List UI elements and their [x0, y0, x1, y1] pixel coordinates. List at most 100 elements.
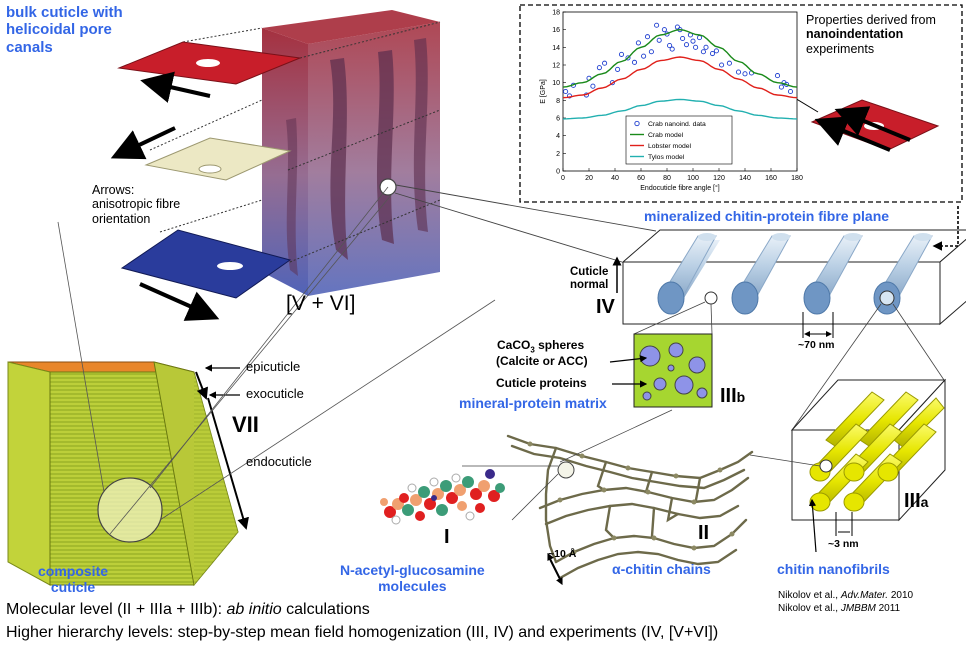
x-axis-label: Endocuticle fibre angle [°]: [640, 184, 720, 192]
nag-label: N-acetyl-glucosamine molecules: [340, 562, 485, 594]
footer-line1-italic: ab initio: [226, 601, 282, 618]
nag-molecule: [380, 469, 505, 525]
y-tick-label: 6: [556, 116, 560, 123]
x-tick-label: 80: [663, 175, 671, 182]
data-point: [669, 46, 675, 52]
legend-entry: Tylos model: [648, 154, 685, 161]
panel-to-fibre-arrow: [932, 206, 959, 251]
x-tick-label: 0: [561, 175, 565, 182]
zoom-lines-v-to-iv: [394, 184, 657, 263]
bulk-cuticle-label-line2: helicoidal pore: [6, 21, 112, 39]
ref1-journal: Adv.Mater.: [840, 590, 889, 601]
caco3-subscript: 3: [530, 345, 535, 355]
data-point: [609, 80, 615, 86]
level-iiib-sub: b: [736, 389, 746, 405]
level-iv-label: IV: [596, 296, 615, 318]
fibre-2: [731, 233, 791, 315]
exploded-guide-lines: [149, 21, 441, 263]
footer-line1-prefix: Molecular level (II + IIIa + IIIb):: [6, 601, 227, 618]
chain-to-matrix-line: [559, 409, 673, 463]
spacing-10-label: ~10 Å: [548, 548, 577, 560]
spacing-70-label: ~70 nm: [798, 339, 835, 351]
level-iiib-main: III: [720, 385, 737, 407]
data-point: [618, 51, 625, 57]
cuticle-normal-line2: normal: [570, 279, 609, 292]
chitin-nanofibrils-label: chitin nanofibrils: [777, 561, 890, 577]
data-point: [667, 43, 673, 49]
bulk-cuticle-label-line1: bulk cuticle with: [6, 4, 123, 21]
matrix-label: mineral-protein matrix: [459, 395, 607, 411]
data-point: [654, 22, 660, 28]
level-iiia-label: IIIa: [904, 490, 928, 513]
series-tylos-model: [562, 98, 798, 120]
alpha-chitin-chains: [506, 434, 754, 580]
blue-layer: [120, 229, 292, 299]
ref1-year: 2010: [888, 590, 914, 601]
data-point: [683, 42, 690, 48]
data-point: [641, 53, 647, 59]
level-iiib-label: IIIb: [720, 385, 745, 408]
data-point: [742, 71, 748, 77]
endocuticle-bracket: [207, 397, 249, 530]
fibre-1: [657, 233, 720, 315]
data-point: [615, 66, 621, 72]
y-tick-label: 0: [556, 169, 560, 176]
chain-zoom-circle: [557, 461, 575, 479]
fibril-bundle-box: [790, 378, 947, 522]
level-v-vi-label: [V + VI]: [286, 292, 356, 315]
endocuticle-label: endocuticle: [246, 454, 312, 469]
exocuticle-label: exocuticle: [246, 386, 304, 401]
nano-line3: experiments: [806, 41, 875, 56]
data-point: [680, 35, 686, 42]
x-tick-label: 160: [765, 175, 777, 182]
nag-line1: N-acetyl-glucosamine: [340, 562, 485, 578]
blue-layer-arrow: [139, 282, 220, 321]
data-point: [563, 88, 569, 95]
nanoindentation-note: Properties derived from nanoindentation …: [806, 13, 936, 56]
nanoindentation-panel: [519, 4, 963, 203]
data-point: [644, 34, 651, 40]
x-tick-label: 140: [739, 175, 751, 182]
exocuticle-bracket: [195, 371, 209, 400]
data-point: [596, 65, 602, 71]
x-tick-label: 20: [585, 175, 593, 182]
nanofibril-pointer: [808, 498, 817, 553]
data-point: [713, 48, 719, 54]
bulk-cuticle-block: [262, 10, 440, 296]
data-point: [693, 44, 699, 50]
level-i-label: I: [444, 526, 450, 548]
ref2-author: Nikolov et al.,: [778, 603, 841, 614]
chain-to-molecule-line: [511, 473, 559, 521]
caco3-pointer: [609, 355, 648, 363]
cuticle-proteins-label: Cuticle proteins: [496, 376, 587, 390]
series-lobster-model: [562, 56, 798, 99]
fibre-3: [803, 233, 863, 315]
legend-entry: Crab nanoind. data: [648, 121, 706, 128]
bulk-cuticle-label: bulk cuticle with helicoidal pore canals: [6, 4, 123, 56]
data-point: [690, 38, 696, 44]
data-point: [774, 73, 781, 79]
sample-arrow-2: [834, 106, 911, 142]
nano-line1: Properties derived from: [806, 13, 936, 27]
cuticle-normal-label: Cuticle normal: [570, 266, 608, 292]
data-point: [719, 62, 725, 68]
calcite-label: (Calcite or ACC): [496, 354, 588, 368]
x-tick-label: 180: [791, 175, 803, 182]
legend-swatch: [634, 120, 640, 127]
fibre-plane-fibres: [657, 233, 933, 315]
spacing-70-dimension: [802, 312, 834, 338]
x-tick-label: 100: [687, 175, 699, 182]
composite-cuticle-block: [7, 361, 239, 587]
arrows-note: Arrows: anisotropic fibre orientation: [92, 183, 180, 226]
caco3-label: CaCO3 spheres: [497, 338, 584, 355]
y-tick-label: 18: [552, 10, 560, 17]
legend-entry: Crab model: [648, 132, 684, 139]
spacing-3-dimension: [835, 512, 853, 536]
y-tick-label: 12: [552, 63, 560, 70]
composite-line2: cuticle: [50, 579, 96, 596]
caco3-prefix: CaCO: [497, 338, 531, 352]
chain-to-fibril-line: [749, 454, 821, 467]
